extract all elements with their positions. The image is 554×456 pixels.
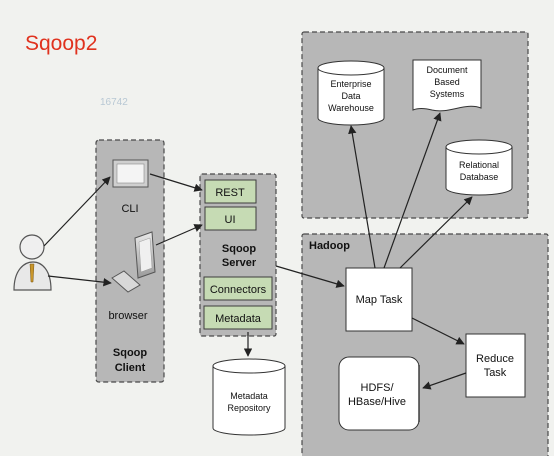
arrow-user-to-cli <box>43 176 111 247</box>
connector-arrows <box>43 112 473 390</box>
sqoop-client-label-line2: Client <box>115 362 146 374</box>
arrow-server-to-map-task <box>275 265 345 288</box>
document-systems-label-line2: Based <box>434 77 460 87</box>
arrow-map-to-reduce <box>411 317 465 345</box>
browser-label: browser <box>108 310 147 322</box>
browser-computer-icon <box>111 231 156 293</box>
user-icon <box>13 234 52 291</box>
rest-component <box>204 179 257 204</box>
sqoop-client-label-line1: Sqoop <box>113 347 147 359</box>
arrow-user-to-browser <box>47 275 112 287</box>
arrow-map-to-relational-db <box>399 196 473 269</box>
arrow-browser-to-ui <box>155 224 203 246</box>
edw-label-line2: Data <box>341 91 360 101</box>
metadata-component <box>203 305 273 330</box>
ui-component <box>204 206 257 231</box>
arrow-reduce-to-hdfs <box>422 372 467 390</box>
cli-terminal-icon <box>112 159 149 188</box>
reduce-task-label-line2: Task <box>484 367 507 379</box>
hadoop-label: Hadoop <box>309 240 350 252</box>
edw-label-line1: Enterprise <box>330 79 371 89</box>
metadata-label: Metadata <box>215 313 262 325</box>
connectors-component <box>203 276 273 301</box>
sqoop-client-group: Sqoop Client <box>95 139 165 383</box>
document-systems-label-line3: Systems <box>430 89 465 99</box>
hdfs-hbase-hive-box <box>338 356 420 431</box>
connectors-label: Connectors <box>210 284 267 296</box>
watermark-number: 16742 <box>100 97 128 108</box>
sqoop-server-group: REST UI Sqoop Server Connectors Metadata <box>199 173 277 337</box>
document-systems-shape <box>412 59 482 112</box>
metadata-repository-label-line2: Repository <box>227 403 271 413</box>
sqoop-server-label-line2: Server <box>222 257 257 269</box>
reduce-task-box <box>465 333 526 398</box>
relational-db-label-line2: Database <box>460 172 499 182</box>
relational-database-cylinder <box>445 139 513 196</box>
cli-label: CLI <box>121 203 138 215</box>
page-title: Sqoop2 <box>25 32 97 55</box>
metadata-repository-cylinder <box>212 358 286 436</box>
arrow-cli-to-rest <box>149 173 203 192</box>
metadata-repository-label-line1: Metadata <box>230 391 268 401</box>
arrow-map-to-edw <box>348 125 376 269</box>
ui-label: UI <box>225 214 236 226</box>
sqoop-server-label-line1: Sqoop <box>222 243 256 255</box>
map-task-label: Map Task <box>356 294 403 306</box>
rest-label: REST <box>215 187 245 199</box>
relational-db-label-line1: Relational <box>459 160 499 170</box>
reduce-task-label-line1: Reduce <box>476 353 514 365</box>
hdfs-label-line1: HDFS/ <box>361 382 395 394</box>
document-systems-label-line1: Document <box>426 65 468 75</box>
map-task-box <box>345 267 413 332</box>
arrow-map-to-document-systems <box>383 112 442 269</box>
enterprise-data-warehouse-cylinder <box>317 60 385 126</box>
hdfs-label-line2: HBase/Hive <box>348 396 406 408</box>
edw-label-line3: Warehouse <box>328 103 374 113</box>
